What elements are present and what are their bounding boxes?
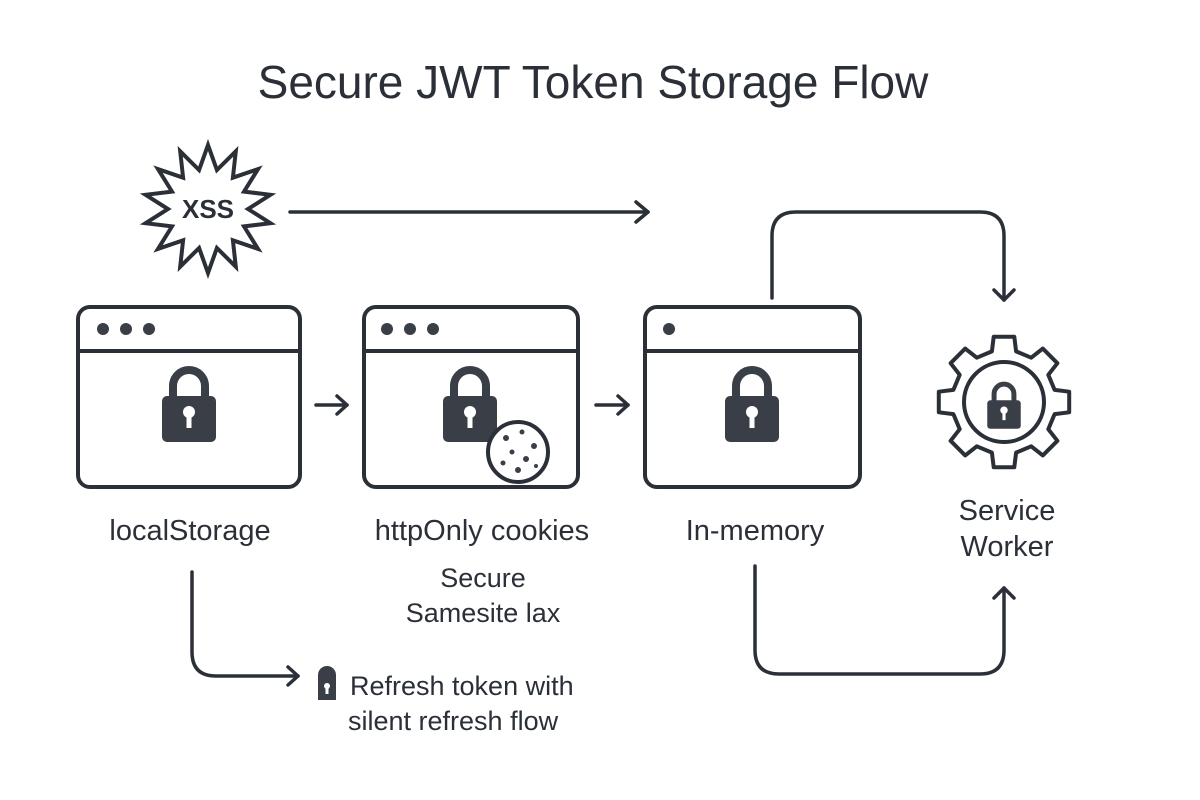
browser-window-cookies	[362, 305, 580, 489]
arrow-memory-to-service-worker-top	[770, 210, 1016, 302]
cookie-flag-samesite: Samesite lax	[406, 598, 561, 628]
node-label-localstorage: localStorage	[109, 515, 270, 547]
page-title: Secure JWT Token Storage Flow	[258, 56, 929, 108]
node-label-in-memory: In-memory	[686, 515, 825, 547]
cookie-icon	[486, 420, 550, 484]
arrow-localstorage-to-cookies	[314, 394, 349, 416]
arrow-cookies-to-memory	[594, 394, 630, 416]
node-label-cookies: httpOnly cookies	[375, 515, 589, 547]
arrow-localstorage-to-refresh	[190, 570, 300, 687]
node-label-service-worker-line1: Service	[959, 495, 1056, 527]
refresh-text-line1: Refresh token with	[350, 671, 574, 701]
node-label-service-worker-line2: Worker	[961, 531, 1054, 563]
refresh-lock-icon	[318, 666, 336, 700]
arrow-xss	[288, 200, 650, 224]
browser-window-localstorage	[76, 305, 302, 489]
xss-burst-icon	[139, 139, 277, 279]
browser-window-in-memory	[643, 305, 862, 489]
xss-label: XSS	[182, 194, 234, 224]
lock-icon	[987, 381, 1021, 429]
arrow-memory-to-service-worker-bottom	[753, 564, 1016, 676]
service-worker-gear-icon	[936, 334, 1072, 470]
refresh-text-line2: silent refresh flow	[348, 706, 559, 736]
cookie-flag-secure: Secure	[440, 563, 526, 593]
